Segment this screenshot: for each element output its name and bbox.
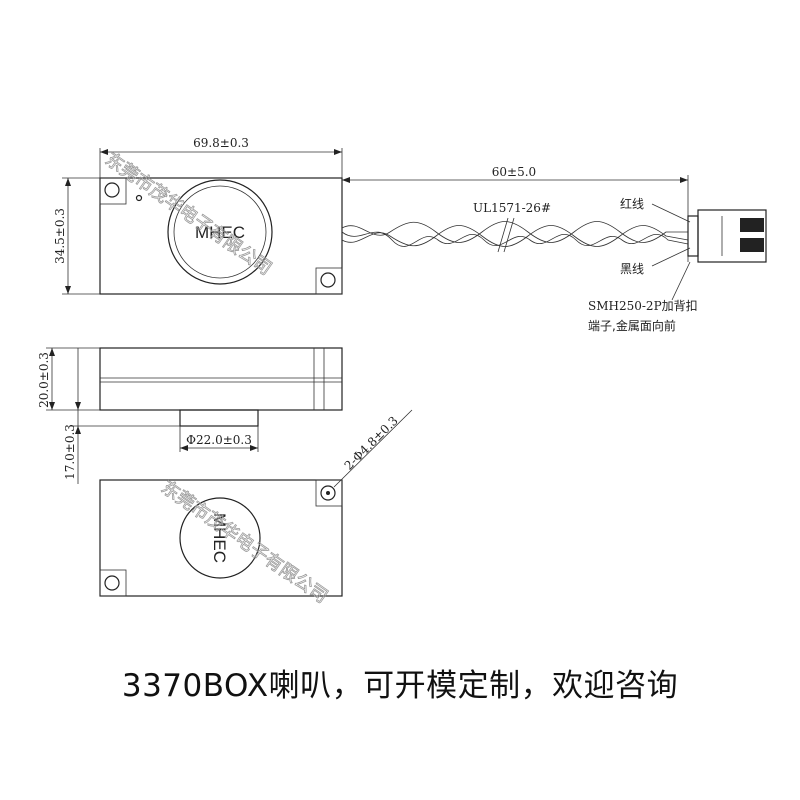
height-arrow-top: [65, 178, 71, 186]
boss-dia-arrow-right: [250, 445, 258, 451]
total-height-arrow-bottom: [75, 426, 81, 434]
bottom-hole-top-right-circle: [320, 485, 336, 501]
width-arrow-right: [334, 149, 342, 155]
connector-housing: [697, 209, 767, 263]
boss-height-label: 17.0±0.3: [63, 424, 77, 480]
cable-arrow-left: [342, 177, 350, 183]
bottom-hole-bottom-left: [99, 569, 127, 597]
mount-hole-bottom-right-circle: [320, 272, 336, 288]
bottom-hole-top-right: [315, 479, 343, 507]
height-arrow-bottom: [65, 286, 71, 294]
cable-wire-b: [341, 225, 689, 247]
height-dim-label: 34.5±0.3: [53, 208, 67, 264]
cable-wire-a: [341, 221, 688, 243]
width-dim-label: 69.8±0.3: [193, 136, 249, 150]
connector-pin-1: [740, 218, 764, 232]
width-arrow-left: [100, 149, 108, 155]
bottom-hole-top-right-center: [326, 491, 330, 495]
mount-hole-bottom-right: [315, 267, 343, 295]
speaker-outer-ring: [167, 179, 273, 285]
side-view-body: [99, 347, 343, 411]
speaker-inner-ring: [173, 185, 267, 279]
connector-note-leader: [671, 261, 691, 301]
red-wire-leader: [651, 203, 691, 223]
cable-length-label: 60±5.0: [492, 165, 536, 179]
black-wire-label: 黑线: [620, 262, 644, 276]
side-view: 20.0±0.3 17.0±0.3 Φ22.0±0.3: [37, 347, 343, 484]
cable-arrow-right: [680, 177, 688, 183]
top-view-body: [99, 177, 343, 295]
bottom-brand-label: MHEC: [210, 513, 229, 563]
caption: 3370BOX喇叭，可开模定制，欢迎咨询: [121, 668, 679, 704]
connector-note-line1: SMH250-2P加背扣: [588, 299, 698, 313]
mount-hole-top-left-circle: [104, 182, 120, 198]
bottom-hole-bottom-left-circle: [104, 575, 120, 591]
cable-break-mark-2: [503, 217, 515, 253]
top-brand-label: MHEC: [195, 223, 245, 242]
bottom-view: MHEC 2-Φ4.8±0.3: [99, 409, 413, 597]
side-view-boss: [179, 409, 259, 427]
hole-leader: [333, 409, 413, 488]
total-height-arrow-mid: [75, 402, 81, 410]
boss-dia-label: Φ22.0±0.3: [186, 433, 252, 447]
boss-dia-arrow-left: [180, 445, 188, 451]
hole-dim-label: 2-Φ4.8±0.3: [342, 414, 401, 473]
connector-pin-2: [740, 238, 764, 252]
cable-spec-label: UL1571-26#: [473, 201, 551, 215]
connector-note-line2: 端子,金属面向前: [588, 318, 676, 333]
bottom-boss-circle: [179, 497, 261, 579]
watermark-bottom: 东莞市茂华电子有限公司: [157, 477, 331, 608]
body-height-label: 20.0±0.3: [37, 352, 51, 408]
cable-wire-c: [341, 231, 689, 247]
bottom-view-body: [99, 479, 343, 597]
watermark-top: 东莞市茂华电子有限公司: [101, 149, 275, 280]
body-height-arrow-bottom: [49, 402, 55, 410]
top-view: MHEC 69.8±0.3 34.5±0.3 UL1571-26# 60±5.0: [53, 136, 767, 333]
body-height-arrow-top: [49, 348, 55, 356]
cable-break-mark-1: [497, 217, 509, 253]
black-wire-leader: [651, 247, 691, 267]
red-wire-label: 红线: [620, 196, 644, 211]
mount-hole-top-left: [99, 177, 127, 205]
vent-hole: [135, 194, 143, 202]
